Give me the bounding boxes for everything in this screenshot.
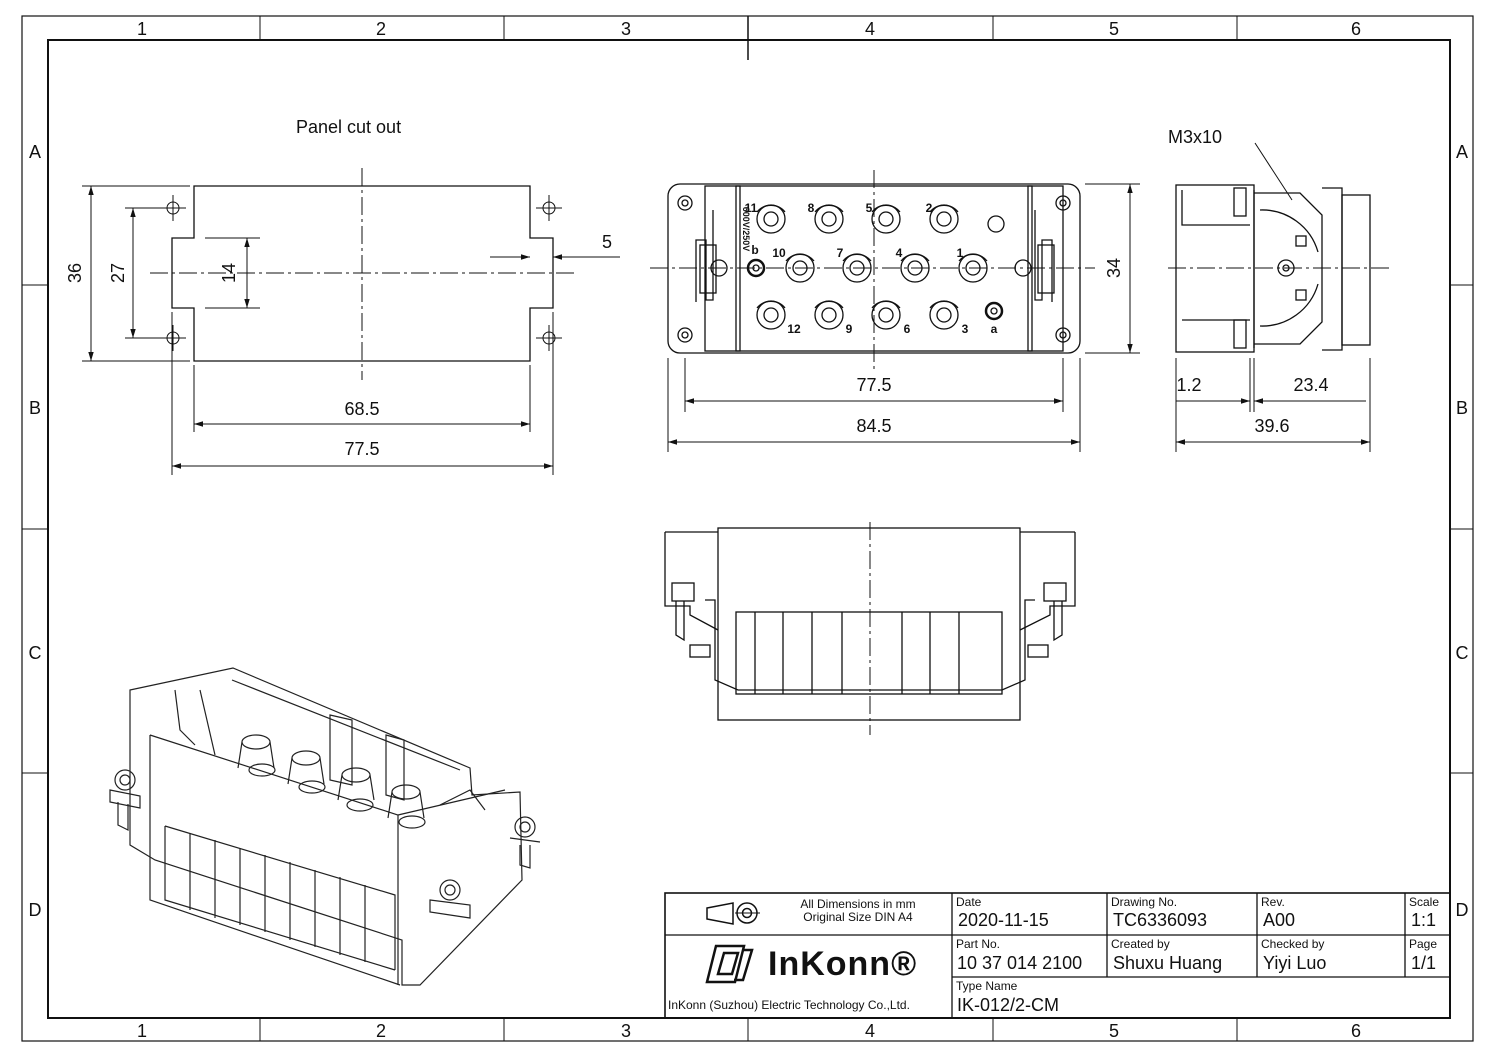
dim-panel-14: 14 (219, 263, 239, 283)
dim-front-84-5: 84.5 (856, 416, 891, 436)
pin-contact-a (984, 301, 1004, 321)
zone-row-c-right: C (1456, 643, 1469, 663)
company-name: InKonn (Suzhou) Electric Technology Co.,… (668, 998, 910, 1012)
zone-row-c-left: C (29, 643, 42, 663)
zone-labels: 1 2 3 4 5 6 1 2 3 4 5 6 A B C D A B C D (29, 19, 1469, 1041)
pin-label-2: 2 (926, 201, 933, 215)
dim-panel-77-5: 77.5 (344, 439, 379, 459)
zone-col-5-bottom: 5 (1109, 1021, 1119, 1041)
front-view: 11 8 5 2 b 10 7 4 1 12 9 6 3 a 600V/250V… (650, 170, 1140, 452)
dim-side-1-2: 1.2 (1176, 375, 1201, 395)
units-note: All Dimensions in mm Original Size DIN A… (770, 898, 946, 924)
pin-label-9: 9 (846, 322, 853, 336)
zone-col-2-bottom: 2 (376, 1021, 386, 1041)
pin-contact-7 (842, 253, 872, 283)
pin-label-11: 11 (745, 201, 758, 215)
dim-panel-27: 27 (108, 263, 128, 283)
pin-label-10: 10 (772, 246, 786, 260)
panel-cutout-view: Panel cut out (65, 117, 620, 475)
zone-col-3-bottom: 3 (621, 1021, 631, 1041)
side-view: M3x10 1.2 23.4 39.6 (1168, 127, 1390, 452)
zone-col-5-top: 5 (1109, 19, 1119, 39)
pin-label-1: 1 (957, 246, 964, 260)
panel-cutout-title: Panel cut out (296, 117, 401, 137)
drawing-no-label: Drawing No. (1111, 895, 1178, 909)
units-note-line1: All Dimensions in mm (800, 897, 916, 911)
zone-col-2-top: 2 (376, 19, 386, 39)
zone-row-b-right: B (1456, 398, 1468, 418)
dim-front-34: 34 (1104, 258, 1124, 278)
part-no-label: Part No. (956, 937, 1001, 951)
zone-col-6-top: 6 (1351, 19, 1361, 39)
pin-label-6: 6 (904, 322, 911, 336)
title-block-grid (664, 892, 1451, 1019)
pin-contact-blank (987, 215, 1005, 233)
pin-label-3: 3 (962, 322, 969, 336)
created-by-label: Created by (1111, 937, 1170, 951)
type-name-label: Type Name (956, 979, 1018, 993)
pin-contact-11 (756, 204, 786, 234)
pin-contact-5 (871, 204, 901, 234)
dim-panel-68-5: 68.5 (344, 399, 379, 419)
dim-panel-36: 36 (65, 263, 85, 283)
zone-row-a-left: A (29, 142, 41, 162)
pin-label-a: a (991, 322, 998, 336)
pin-contact-9 (814, 300, 844, 330)
pin-contact-b (746, 258, 766, 278)
page-value: 1/1 (1411, 953, 1437, 973)
pin-contact-8 (814, 204, 844, 234)
pin-contact-6 (871, 300, 901, 330)
pin-contact-12 (756, 300, 786, 330)
rev-value: A00 (1263, 910, 1296, 930)
company-logo-text: InKonn® (768, 945, 918, 983)
pin-label-5: 5 (866, 201, 873, 215)
bottom-view (664, 522, 1076, 735)
pin-label-8: 8 (808, 201, 815, 215)
type-name-value: IK-012/2-CM (957, 995, 1060, 1015)
rating-text: 600V/250V (741, 207, 751, 252)
zone-row-d-left: D (29, 900, 42, 920)
pin-label-7: 7 (837, 246, 844, 260)
units-note-line2: Original Size DIN A4 (803, 910, 913, 924)
part-no-value: 10 37 014 2100 (957, 953, 1083, 973)
dim-side-39-6: 39.6 (1254, 416, 1289, 436)
pin-label-12: 12 (787, 322, 801, 336)
isometric-view (109, 667, 541, 986)
pin-contact-10 (785, 253, 815, 283)
rev-label: Rev. (1261, 895, 1285, 909)
panel-cutout-outline (171, 185, 554, 362)
zone-row-a-right: A (1456, 142, 1468, 162)
zone-col-6-bottom: 6 (1351, 1021, 1361, 1041)
pin-contact-2 (929, 204, 959, 234)
created-by-value: Shuxu Huang (1113, 953, 1223, 973)
pin-label-4: 4 (896, 246, 903, 260)
zone-col-4-bottom: 4 (865, 1021, 875, 1041)
pin-contacts (746, 204, 1005, 330)
page-label: Page (1409, 937, 1438, 951)
pin-contact-4 (900, 253, 930, 283)
screw-callout: M3x10 (1168, 127, 1222, 147)
zone-col-4-top: 4 (865, 19, 875, 39)
zone-row-b-left: B (29, 398, 41, 418)
date-value: 2020-11-15 (958, 910, 1049, 930)
inkonn-logo-mark (705, 944, 754, 984)
pin-contact-3 (929, 300, 959, 330)
zone-col-1-bottom: 1 (137, 1021, 147, 1041)
dim-side-23-4: 23.4 (1293, 375, 1328, 395)
dim-front-77-5: 77.5 (856, 375, 891, 395)
zone-col-3-top: 3 (621, 19, 631, 39)
pin-label-b: b (751, 243, 758, 257)
checked-by-value: Yiyi Luo (1263, 953, 1327, 973)
zone-row-d-right: D (1456, 900, 1469, 920)
scale-value: 1:1 (1411, 910, 1437, 930)
dim-panel-5: 5 (602, 232, 612, 252)
zone-col-1-top: 1 (137, 19, 147, 39)
drawing-no-value: TC6336093 (1113, 910, 1208, 930)
pin-contact-1 (958, 253, 988, 283)
date-label: Date (956, 895, 982, 909)
checked-by-label: Checked by (1261, 937, 1325, 951)
scale-label: Scale (1409, 895, 1440, 909)
projection-symbol (706, 902, 760, 925)
